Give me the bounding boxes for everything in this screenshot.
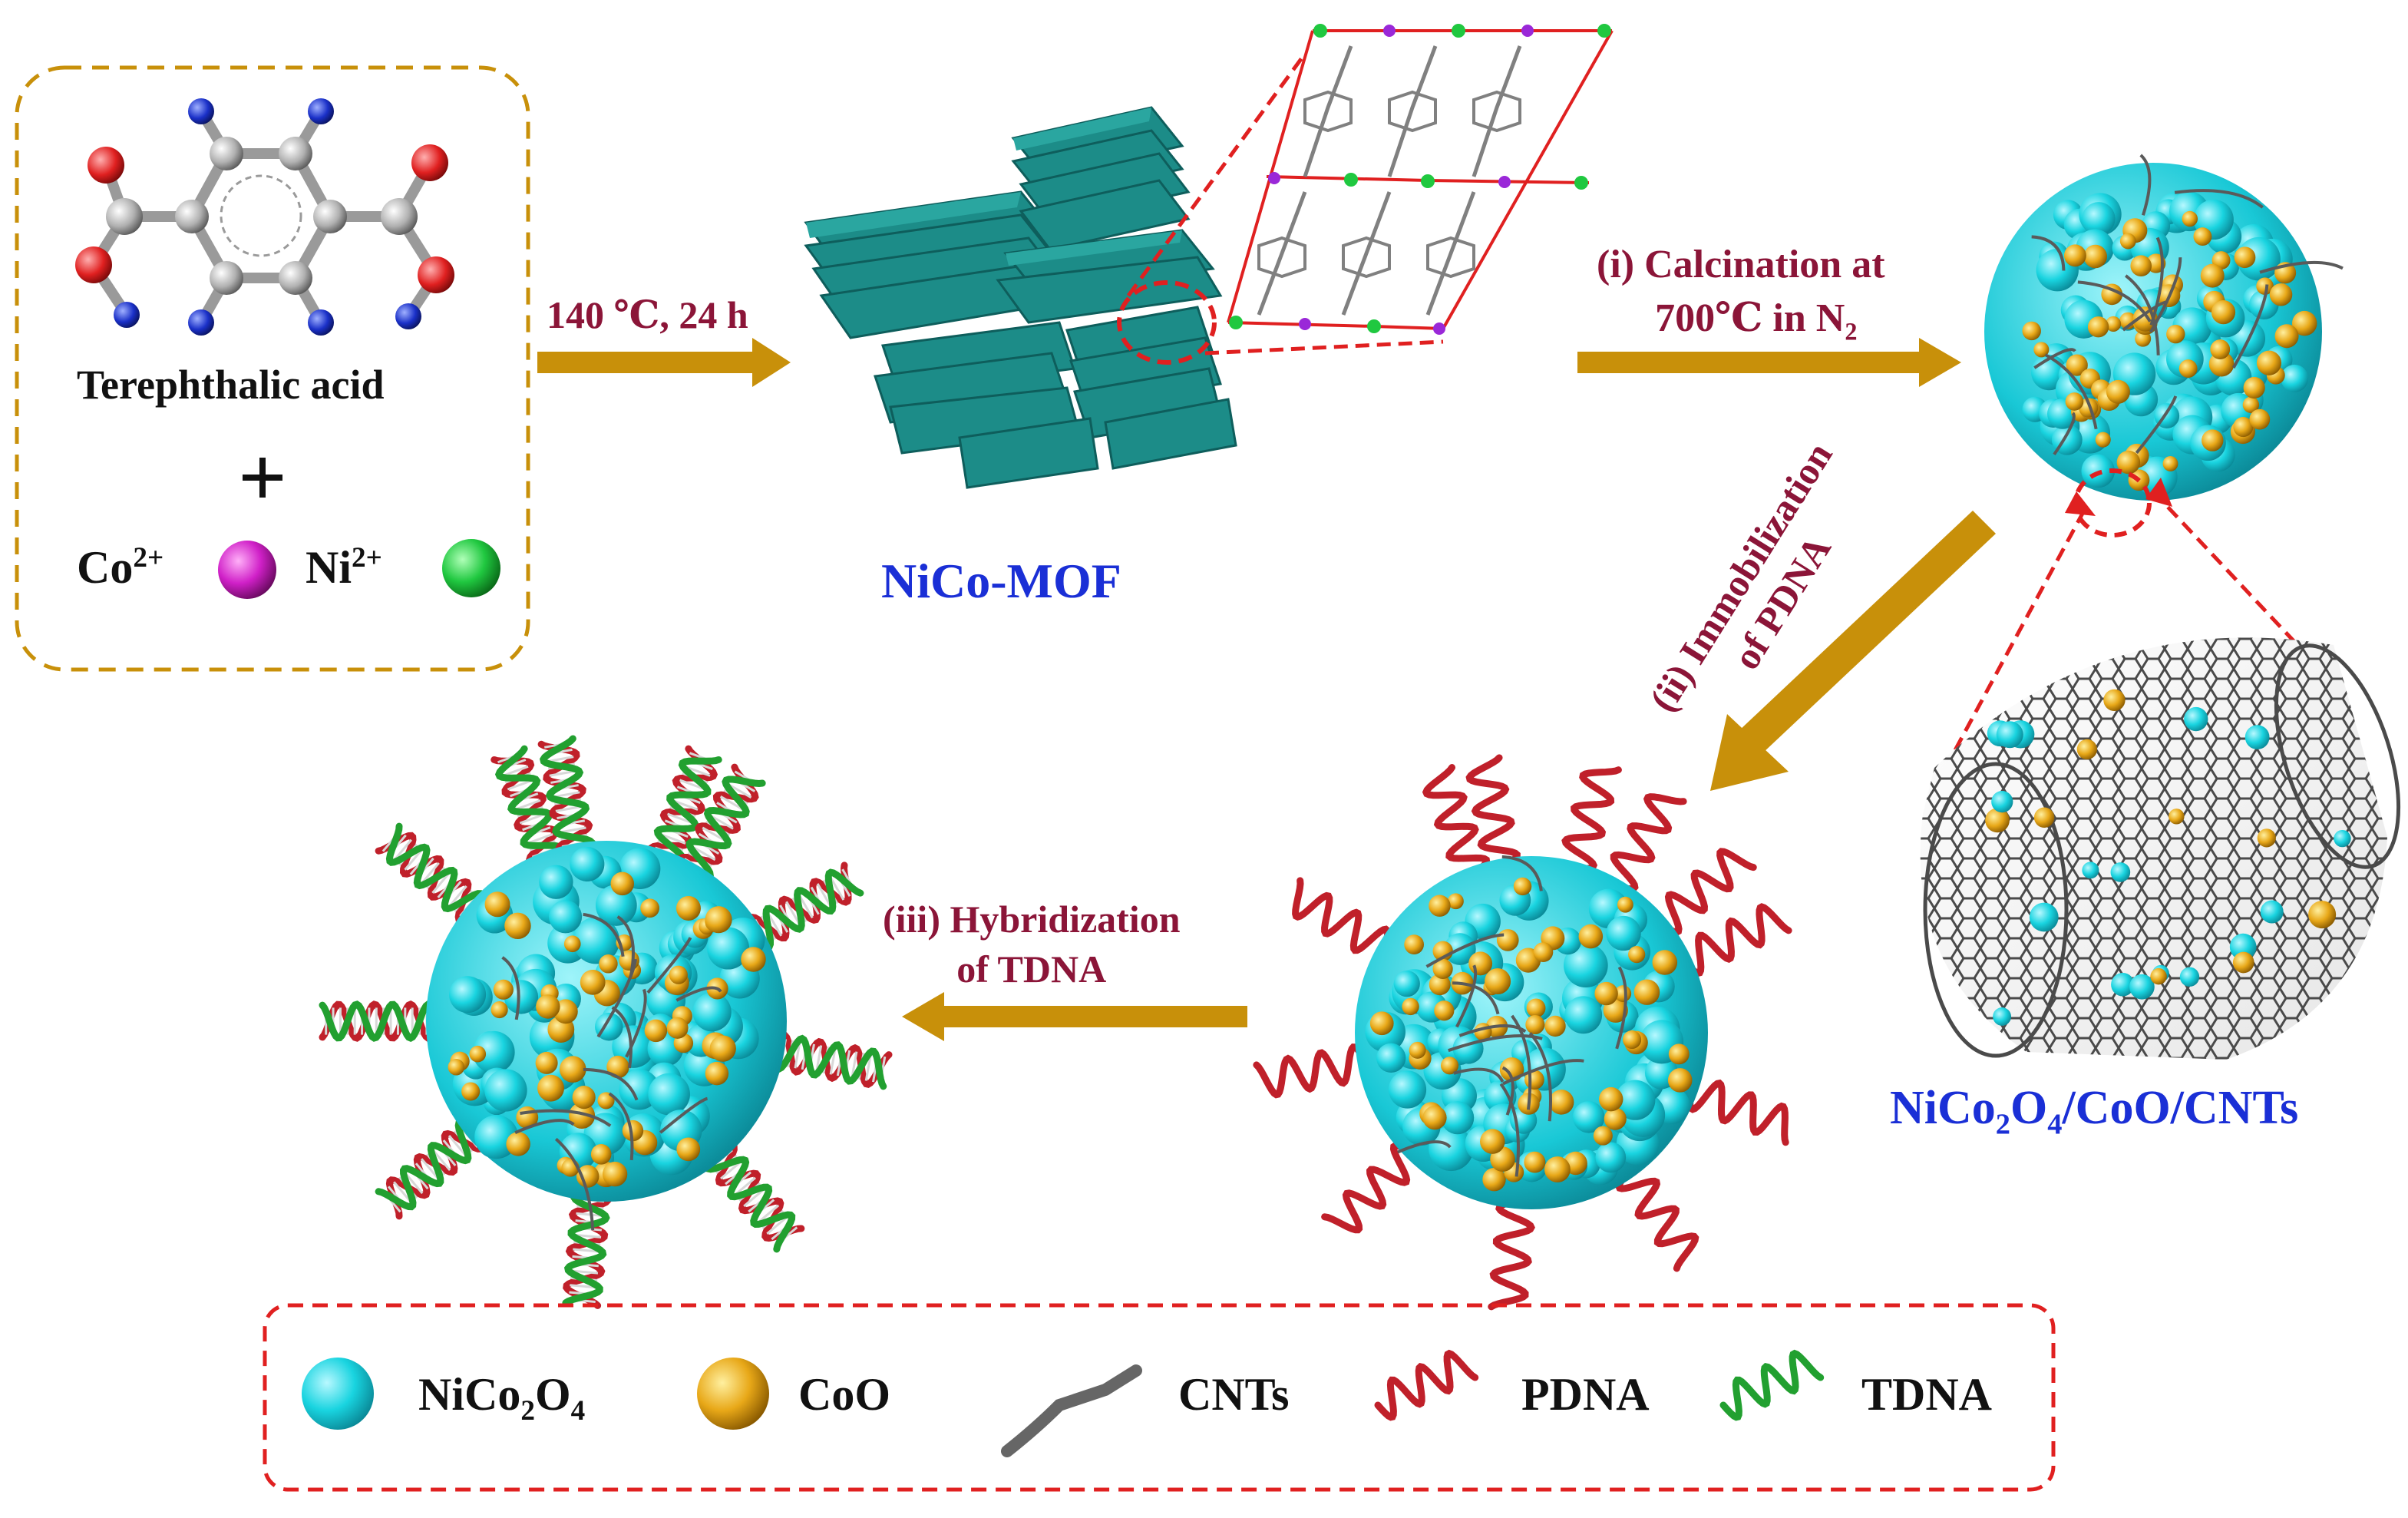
- reactant-frame: [15, 65, 530, 672]
- calcined-sphere: [1984, 154, 2344, 501]
- arrow-synthesis: [537, 338, 791, 387]
- step-hybridization-label: (iii) Hybridization of TDNA: [883, 895, 1181, 994]
- pdna-sphere: [1253, 754, 1792, 1311]
- composite-label: NiCo2O4/CoO/CNTs: [1890, 1081, 2298, 1141]
- co-ion-label: Co2+: [77, 541, 164, 594]
- co-ion-sphere: [218, 541, 276, 599]
- step-calcination-line1: (i) Calcination at: [1597, 243, 1885, 286]
- legend-nico2o4-sub1: 2: [520, 1395, 535, 1427]
- step-hybridization-line2: of TDNA: [956, 948, 1107, 991]
- legend-nico2o4-sub2: 4: [570, 1395, 586, 1427]
- ni-ion-label: Ni2+: [306, 541, 382, 594]
- arrow-immobilization: [1710, 511, 1996, 791]
- plus-sign: [243, 458, 282, 498]
- step-calcination-subscript: 2: [1845, 317, 1858, 346]
- legend-cnts-label: CNTs: [1178, 1369, 1290, 1420]
- legend-pdna-label: PDNA: [1521, 1369, 1650, 1420]
- step-calcination-line2-text: 700℃ in N: [1655, 296, 1845, 341]
- legend-nico2o4-label: NiCo2O4: [418, 1368, 585, 1427]
- legend-tdna-swatch: [1719, 1349, 1825, 1421]
- step-synthesis-label: 140 ℃, 24 h: [547, 293, 748, 336]
- co-symbol: Co: [77, 542, 134, 593]
- legend-nico2o4-swatch: [302, 1358, 374, 1430]
- arrow-hybridization: [902, 992, 1247, 1041]
- ni-symbol: Ni: [306, 542, 352, 593]
- legend-tdna-label: TDNA: [1861, 1369, 1993, 1420]
- step-calcination-line2: 700℃ in N2: [1597, 292, 1885, 349]
- terephthalic-acid-molecule: [75, 98, 454, 336]
- composite-part3: /CoO/CNTs: [2062, 1082, 2299, 1134]
- step-hybridization-line1: (iii) Hybridization: [883, 898, 1181, 941]
- composite-part2: O: [2010, 1082, 2048, 1134]
- legend-nico2o4-part2: O: [534, 1369, 571, 1420]
- nico-mof-label: NiCo-MOF: [881, 554, 1121, 608]
- ni-ion-sphere: [442, 539, 500, 597]
- co-charge: 2+: [133, 542, 164, 574]
- legend-frame: [263, 1303, 2056, 1492]
- legend-cnt-swatch: [1001, 1364, 1142, 1457]
- legend-coo-label: CoO: [798, 1369, 890, 1420]
- terephthalic-acid-label: Terephthalic acid: [77, 362, 385, 408]
- legend-nico2o4-part1: NiCo: [418, 1369, 521, 1420]
- mof-zoom-circle: [1117, 280, 1217, 365]
- mof-crystal-lattice: [1227, 24, 1614, 335]
- step-calcination-label: (i) Calcination at 700℃ in N2: [1597, 238, 1885, 349]
- composite-sub2: 4: [2047, 1108, 2063, 1141]
- tdna-sphere: [319, 735, 893, 1309]
- carbon-nanotube: [1920, 637, 2401, 1060]
- legend-pdna-swatch: [1374, 1349, 1479, 1421]
- composite-sub1: 2: [1995, 1108, 2010, 1141]
- composite-part1: NiCo: [1890, 1082, 1996, 1134]
- legend-coo-swatch: [697, 1358, 769, 1430]
- nico-mof-sheets: [804, 106, 1237, 489]
- arrow-calcination: [1577, 338, 1961, 387]
- ni-charge: 2+: [352, 542, 382, 574]
